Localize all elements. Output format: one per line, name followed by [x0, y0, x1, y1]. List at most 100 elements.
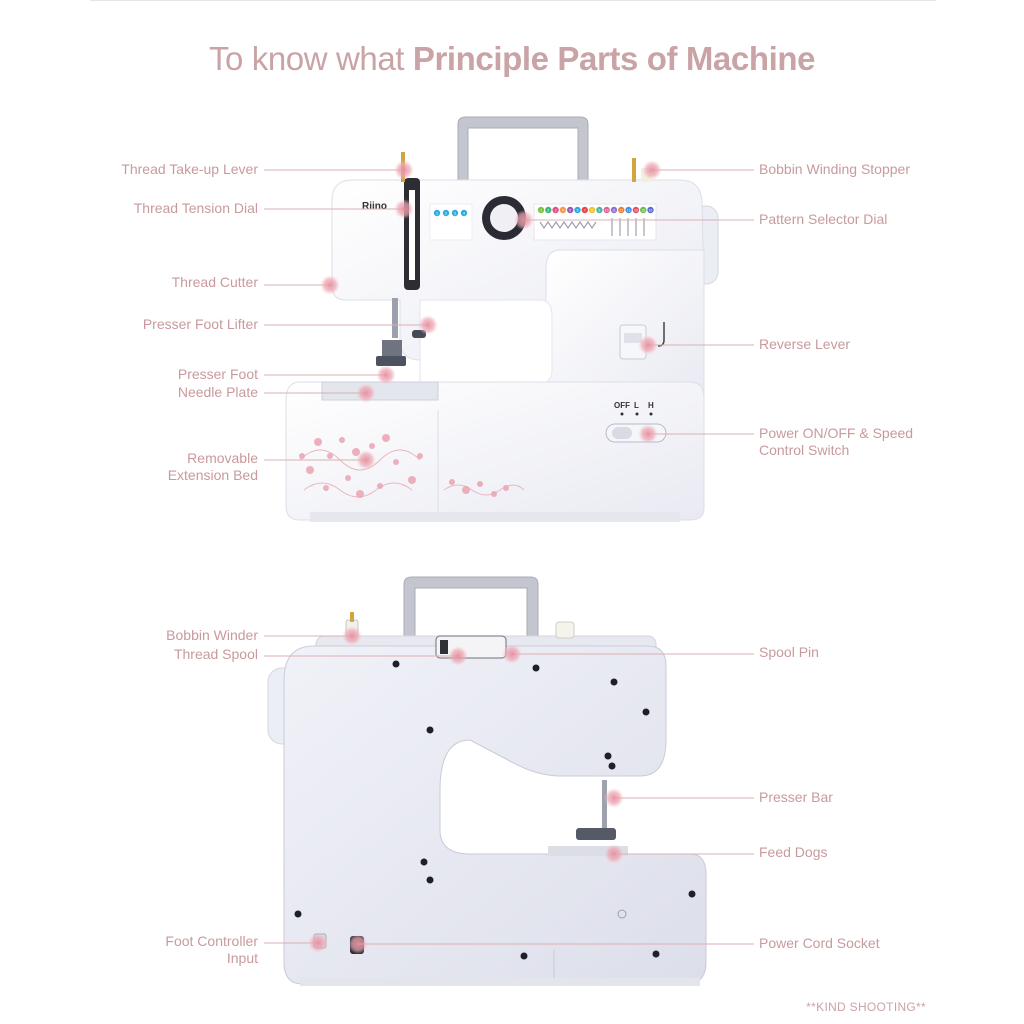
- switch-mark-low: L: [634, 401, 639, 410]
- label-thread-take-up-lever: Thread Take-up Lever: [121, 161, 258, 178]
- callout-marker: [308, 933, 328, 953]
- callout-marker: [320, 275, 340, 295]
- pattern-number: 1: [540, 209, 542, 213]
- pattern-number: 13: [627, 209, 631, 213]
- label-spool-pin: Spool Pin: [759, 644, 819, 661]
- label-line: Bobbin Winding Stopper: [759, 161, 910, 177]
- callout-marker: [642, 160, 662, 180]
- label-line: Thread Spool: [173, 646, 258, 662]
- label-line: Presser Bar: [759, 789, 833, 805]
- callout-marker: [514, 210, 534, 230]
- stitch-number: 1: [436, 212, 438, 216]
- needle-bar: [392, 298, 398, 338]
- pattern-number: 10: [605, 209, 609, 213]
- label-line: Presser Foot Lifter: [142, 316, 258, 332]
- label-line: Thread Take-up Lever: [121, 161, 258, 177]
- bobbin-winder-spindle: [632, 158, 636, 182]
- switch-mark-high: H: [648, 401, 654, 410]
- label-line: Spool Pin: [759, 644, 819, 660]
- callout-marker: [638, 424, 658, 444]
- callout-marker: [394, 160, 414, 180]
- pattern-number-dot: [610, 206, 618, 214]
- page-title: To know what Principle Parts of Machine: [0, 40, 1024, 78]
- label-thread-spool: Thread Spool: [174, 646, 258, 663]
- pattern-number: 5: [569, 209, 571, 213]
- base: [285, 381, 705, 521]
- label-line: Thread Tension Dial: [133, 200, 258, 216]
- pattern-number-dot: [581, 206, 588, 214]
- needle-plate: [321, 381, 439, 401]
- label-line: Needle Plate: [177, 384, 258, 400]
- pattern-number-dot: [567, 206, 574, 214]
- pattern-number-dot: [603, 206, 610, 214]
- callout-marker: [356, 383, 376, 403]
- pattern-number: 7: [584, 209, 586, 213]
- label-thread-tension-dial: Thread Tension Dial: [134, 200, 258, 217]
- stitch-number-dot: [460, 209, 468, 217]
- callout-marker: [418, 315, 438, 335]
- stitch-number: 3: [454, 212, 456, 216]
- callout-marker: [502, 644, 522, 664]
- label-pattern-selector-dial: Pattern Selector Dial: [759, 211, 887, 228]
- label-line: Power ON/OFF & Speed: [759, 425, 914, 441]
- switch-mark-off: OFF: [614, 401, 630, 410]
- label-line: Power Cord Socket: [759, 935, 880, 951]
- callout-marker: [376, 365, 396, 385]
- pattern-number: 9: [599, 209, 601, 213]
- pattern-number: 12: [620, 209, 624, 213]
- stitch-number-dot: [451, 209, 459, 217]
- callout-marker: [448, 646, 468, 666]
- callout-markers: [308, 160, 662, 954]
- carry-handle: [457, 116, 589, 183]
- pattern-stitches: [539, 218, 645, 236]
- pattern-number-dot: [625, 206, 632, 214]
- callout-marker: [638, 335, 658, 355]
- presser-bar-shape: [602, 780, 607, 828]
- label-needle-plate: Needle Plate: [178, 384, 258, 401]
- pattern-number: 2: [547, 209, 549, 213]
- pattern-number: 14: [634, 209, 638, 213]
- throat-opening: [419, 299, 553, 385]
- back-body: [283, 645, 707, 985]
- pattern-number-dot: [545, 206, 552, 214]
- tension-panel: [429, 203, 473, 241]
- stitch-number-dot: [442, 209, 450, 217]
- label-line: Thread Cutter: [171, 274, 258, 290]
- label-presser-foot: Presser Foot: [178, 366, 258, 383]
- label-line: Presser Foot: [177, 366, 258, 382]
- label-presser-foot-lifter: Presser Foot Lifter: [143, 316, 258, 333]
- label-power-cord-socket: Power Cord Socket: [759, 935, 880, 952]
- stitch-number: 4: [463, 212, 465, 216]
- label-presser-bar: Presser Bar: [759, 789, 833, 806]
- label-reverse-lever: Reverse Lever: [759, 336, 850, 353]
- pattern-number-dot: [647, 206, 654, 214]
- title-emphasis: Principle Parts of Machine: [412, 40, 816, 77]
- label-line: Input: [226, 950, 258, 966]
- callout-marker: [604, 844, 624, 864]
- footer-note: **KIND SHOOTING**: [806, 1000, 926, 1014]
- back-carry-handle: [403, 576, 539, 641]
- callout-marker: [342, 626, 362, 646]
- label-bobbin-winding-stopper: Bobbin Winding Stopper: [759, 161, 910, 178]
- pattern-number-dot: [552, 206, 559, 214]
- pattern-number: 3: [555, 209, 557, 213]
- pattern-number: 16: [649, 209, 653, 213]
- label-line: Control Switch: [759, 442, 850, 458]
- presser-foot-shape: [376, 356, 406, 366]
- pattern-number-dot: [640, 206, 647, 214]
- back-screws: [294, 660, 696, 960]
- callout-marker: [604, 788, 624, 808]
- brand-logo: Riino: [362, 201, 387, 212]
- stitch-number-dot: [433, 209, 441, 217]
- label-line: Removable: [187, 450, 258, 466]
- callout-marker: [356, 450, 376, 470]
- label-line: Extension Bed: [167, 467, 258, 483]
- base-foot: [310, 512, 680, 522]
- pattern-number: 8: [591, 209, 593, 213]
- pattern-number-dot: [588, 206, 596, 214]
